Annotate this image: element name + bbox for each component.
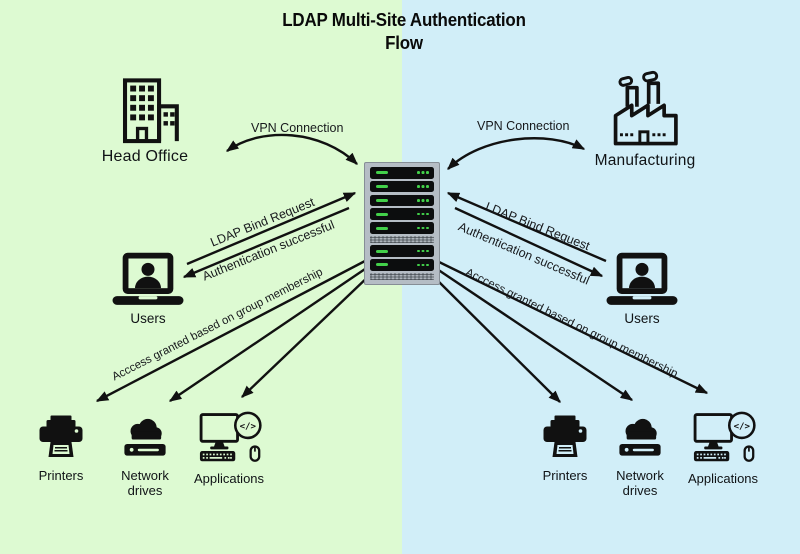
applications-label: Applications <box>193 471 265 486</box>
diagram-title: LDAP Multi-Site Authentication Flow <box>24 9 784 54</box>
applications-node-left: Applications <box>188 410 270 486</box>
server-unit <box>370 180 434 193</box>
server-unit <box>370 194 434 207</box>
cloud-drive-icon <box>117 415 173 464</box>
vpn-connection-label-right: VPN Connection <box>477 119 570 133</box>
rack-vent-panel <box>370 272 434 280</box>
applications-node-right: Applications <box>682 410 764 486</box>
printers-label: Printers <box>542 468 588 483</box>
head-office-node: Head Office <box>85 76 205 166</box>
applications-label: Applications <box>687 471 759 486</box>
head-office-label: Head Office <box>101 148 189 165</box>
ldap-server-rack <box>364 162 440 285</box>
cloud-drive-icon <box>612 415 668 464</box>
server-unit <box>370 167 434 179</box>
network-drives-label: Network drives <box>616 468 664 498</box>
title-line-1: LDAP Multi-Site Authentication <box>282 10 526 30</box>
users-node-left: Users <box>98 252 198 326</box>
network-drives-node-left: Network drives <box>105 415 185 498</box>
network-drives-node-right: Network drives <box>600 415 680 498</box>
title-line-2: Flow <box>385 32 423 53</box>
server-unit <box>370 245 434 257</box>
printers-node-left: Printers <box>25 414 97 483</box>
rack-vent-panel <box>370 236 434 244</box>
server-unit <box>370 222 434 234</box>
applications-icon <box>690 410 756 467</box>
users-label-left: Users <box>130 311 166 326</box>
server-unit <box>370 208 434 220</box>
network-drives-label: Network drives <box>121 468 169 498</box>
printer-icon <box>540 414 590 464</box>
office-building-icon <box>108 76 182 144</box>
factory-icon <box>605 70 685 148</box>
manufacturing-node: Manufacturing <box>585 70 705 170</box>
laptop-user-icon <box>111 252 185 307</box>
server-unit <box>370 259 434 271</box>
printers-label: Printers <box>38 468 84 483</box>
applications-icon <box>196 410 262 467</box>
manufacturing-label: Manufacturing <box>594 152 696 169</box>
users-node-right: Users <box>592 252 692 326</box>
printer-icon <box>36 414 86 464</box>
laptop-user-icon <box>605 252 679 307</box>
users-label-right: Users <box>624 311 660 326</box>
printers-node-right: Printers <box>529 414 601 483</box>
vpn-connection-label-left: VPN Connection <box>251 121 344 135</box>
